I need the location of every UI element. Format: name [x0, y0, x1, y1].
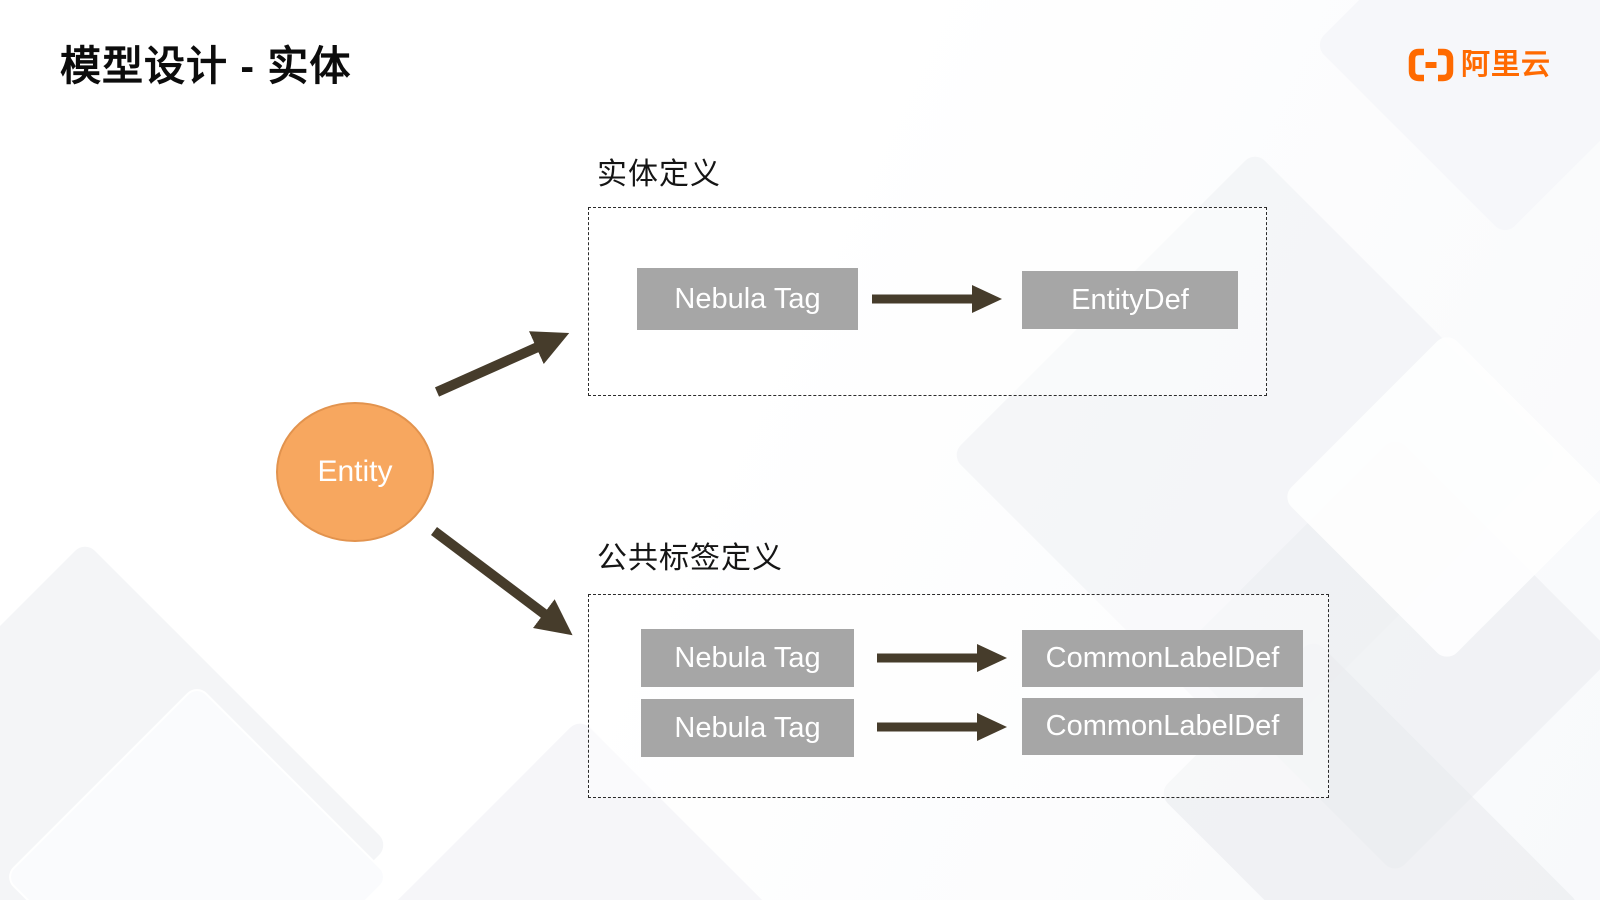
entity-node: Entity [276, 402, 434, 542]
bg-shape [1314, 0, 1600, 236]
section-label-entity-definition: 实体定义 [597, 158, 721, 191]
alibaba-cloud-logo: 阿里云 [1408, 48, 1551, 82]
arrow-right-icon [872, 285, 1002, 313]
common-label-definition-group: Nebula Tag CommonLabelDef Nebula Tag Com… [588, 594, 1329, 798]
node-nebula-tag: Nebula Tag [641, 629, 854, 687]
node-common-label-def: CommonLabelDef [1022, 630, 1303, 687]
entity-definition-group: Nebula Tag EntityDef [588, 207, 1267, 396]
alibaba-cloud-icon [1408, 48, 1454, 82]
node-nebula-tag: Nebula Tag [637, 268, 858, 330]
node-entity-def: EntityDef [1022, 271, 1238, 329]
arrow-right-icon [877, 713, 1007, 741]
node-nebula-tag: Nebula Tag [641, 699, 854, 757]
alibaba-cloud-logo-text: 阿里云 [1461, 48, 1552, 81]
page-title: 模型设计 - 实体 [60, 43, 352, 89]
node-common-label-def: CommonLabelDef [1022, 698, 1303, 755]
entity-node-label: Entity [317, 455, 393, 488]
arrow-right-icon [877, 644, 1007, 672]
section-label-common-label-definition: 公共标签定义 [597, 542, 783, 575]
